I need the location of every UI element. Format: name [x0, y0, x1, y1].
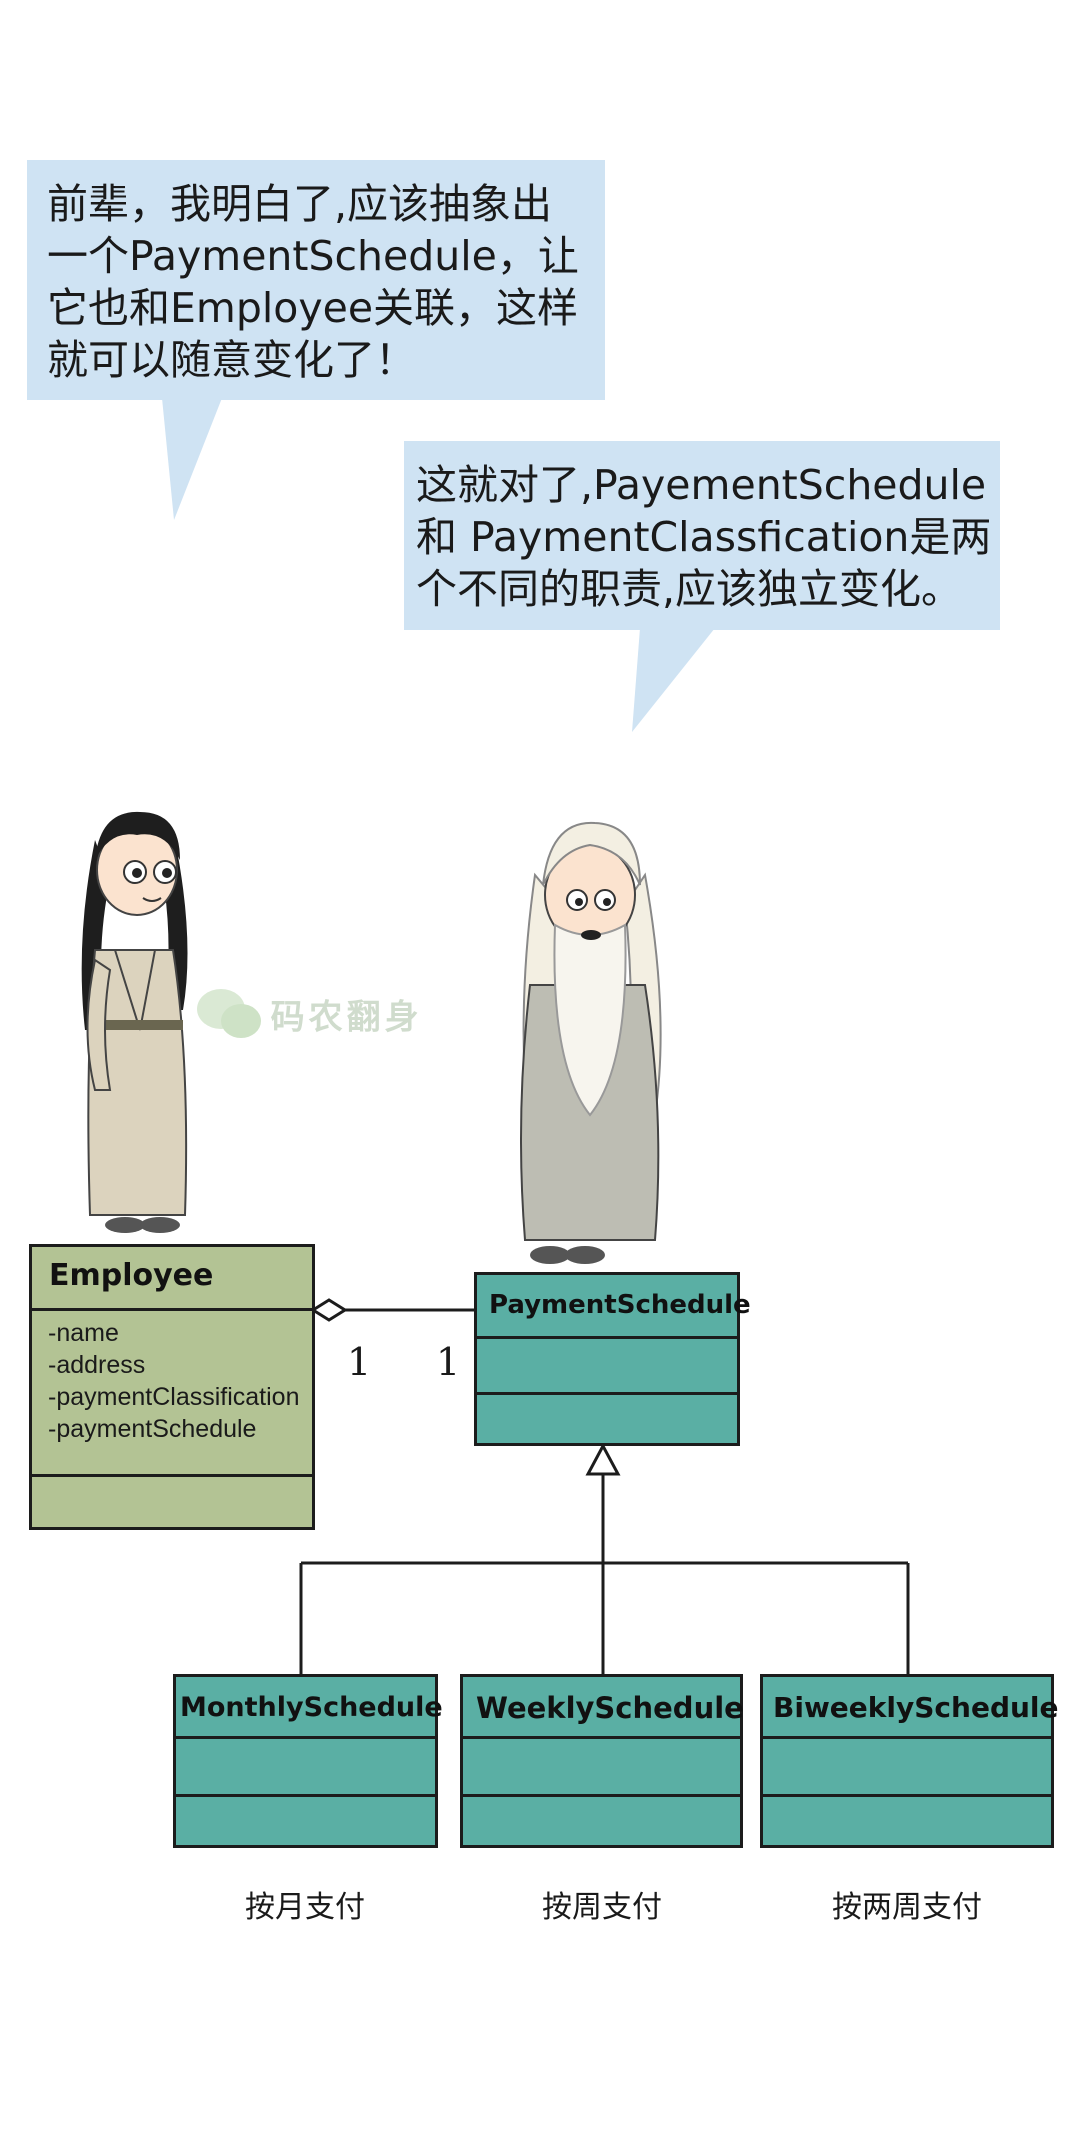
weekly-schedule-class-box: WeeklySchedule — [460, 1674, 743, 1848]
payment-schedule-header: PaymentSchedule — [477, 1275, 737, 1339]
employee-attr-name: -name — [48, 1317, 312, 1349]
caption-weekly: 按周支付 — [467, 1882, 737, 1926]
employee-class-title: Employee — [32, 1247, 312, 1293]
payment-schedule-attributes — [477, 1339, 737, 1395]
monthly-schedule-attributes — [176, 1739, 435, 1797]
employee-methods — [32, 1477, 312, 1527]
inheritance-triangle — [588, 1446, 618, 1474]
weekly-schedule-header: WeeklySchedule — [463, 1677, 740, 1739]
employee-class-header: Employee — [32, 1247, 312, 1311]
biweekly-schedule-header: BiweeklySchedule — [763, 1677, 1051, 1739]
weekly-schedule-methods — [463, 1797, 740, 1845]
employee-attr-payment-schedule: -paymentSchedule — [48, 1413, 312, 1445]
monthly-schedule-header: MonthlySchedule — [176, 1677, 435, 1739]
payment-schedule-title: PaymentSchedule — [477, 1275, 737, 1320]
employee-attributes: -name -address -paymentClassification -p… — [32, 1311, 312, 1477]
caption-monthly: 按月支付 — [170, 1882, 440, 1926]
payment-schedule-class-box: PaymentSchedule — [474, 1272, 740, 1446]
biweekly-schedule-attributes — [763, 1739, 1051, 1797]
employee-class-box: Employee -name -address -paymentClassifi… — [29, 1244, 315, 1530]
caption-biweekly: 按两周支付 — [772, 1882, 1042, 1926]
monthly-schedule-methods — [176, 1797, 435, 1845]
weekly-schedule-title: WeeklySchedule — [463, 1677, 740, 1725]
multiplicity-schedule-side: 1 — [436, 1340, 460, 1384]
monthly-schedule-title: MonthlySchedule — [176, 1677, 435, 1723]
weekly-schedule-attributes — [463, 1739, 740, 1797]
employee-attr-payment-classification: -paymentClassification — [48, 1381, 312, 1413]
payment-schedule-methods — [477, 1395, 737, 1443]
biweekly-schedule-class-box: BiweeklySchedule — [760, 1674, 1054, 1848]
employee-attr-address: -address — [48, 1349, 312, 1381]
biweekly-schedule-title: BiweeklySchedule — [763, 1677, 1051, 1724]
biweekly-schedule-methods — [763, 1797, 1051, 1845]
multiplicity-employee-side: 1 — [347, 1340, 371, 1384]
monthly-schedule-class-box: MonthlySchedule — [173, 1674, 438, 1848]
aggregation-diamond — [313, 1300, 345, 1320]
